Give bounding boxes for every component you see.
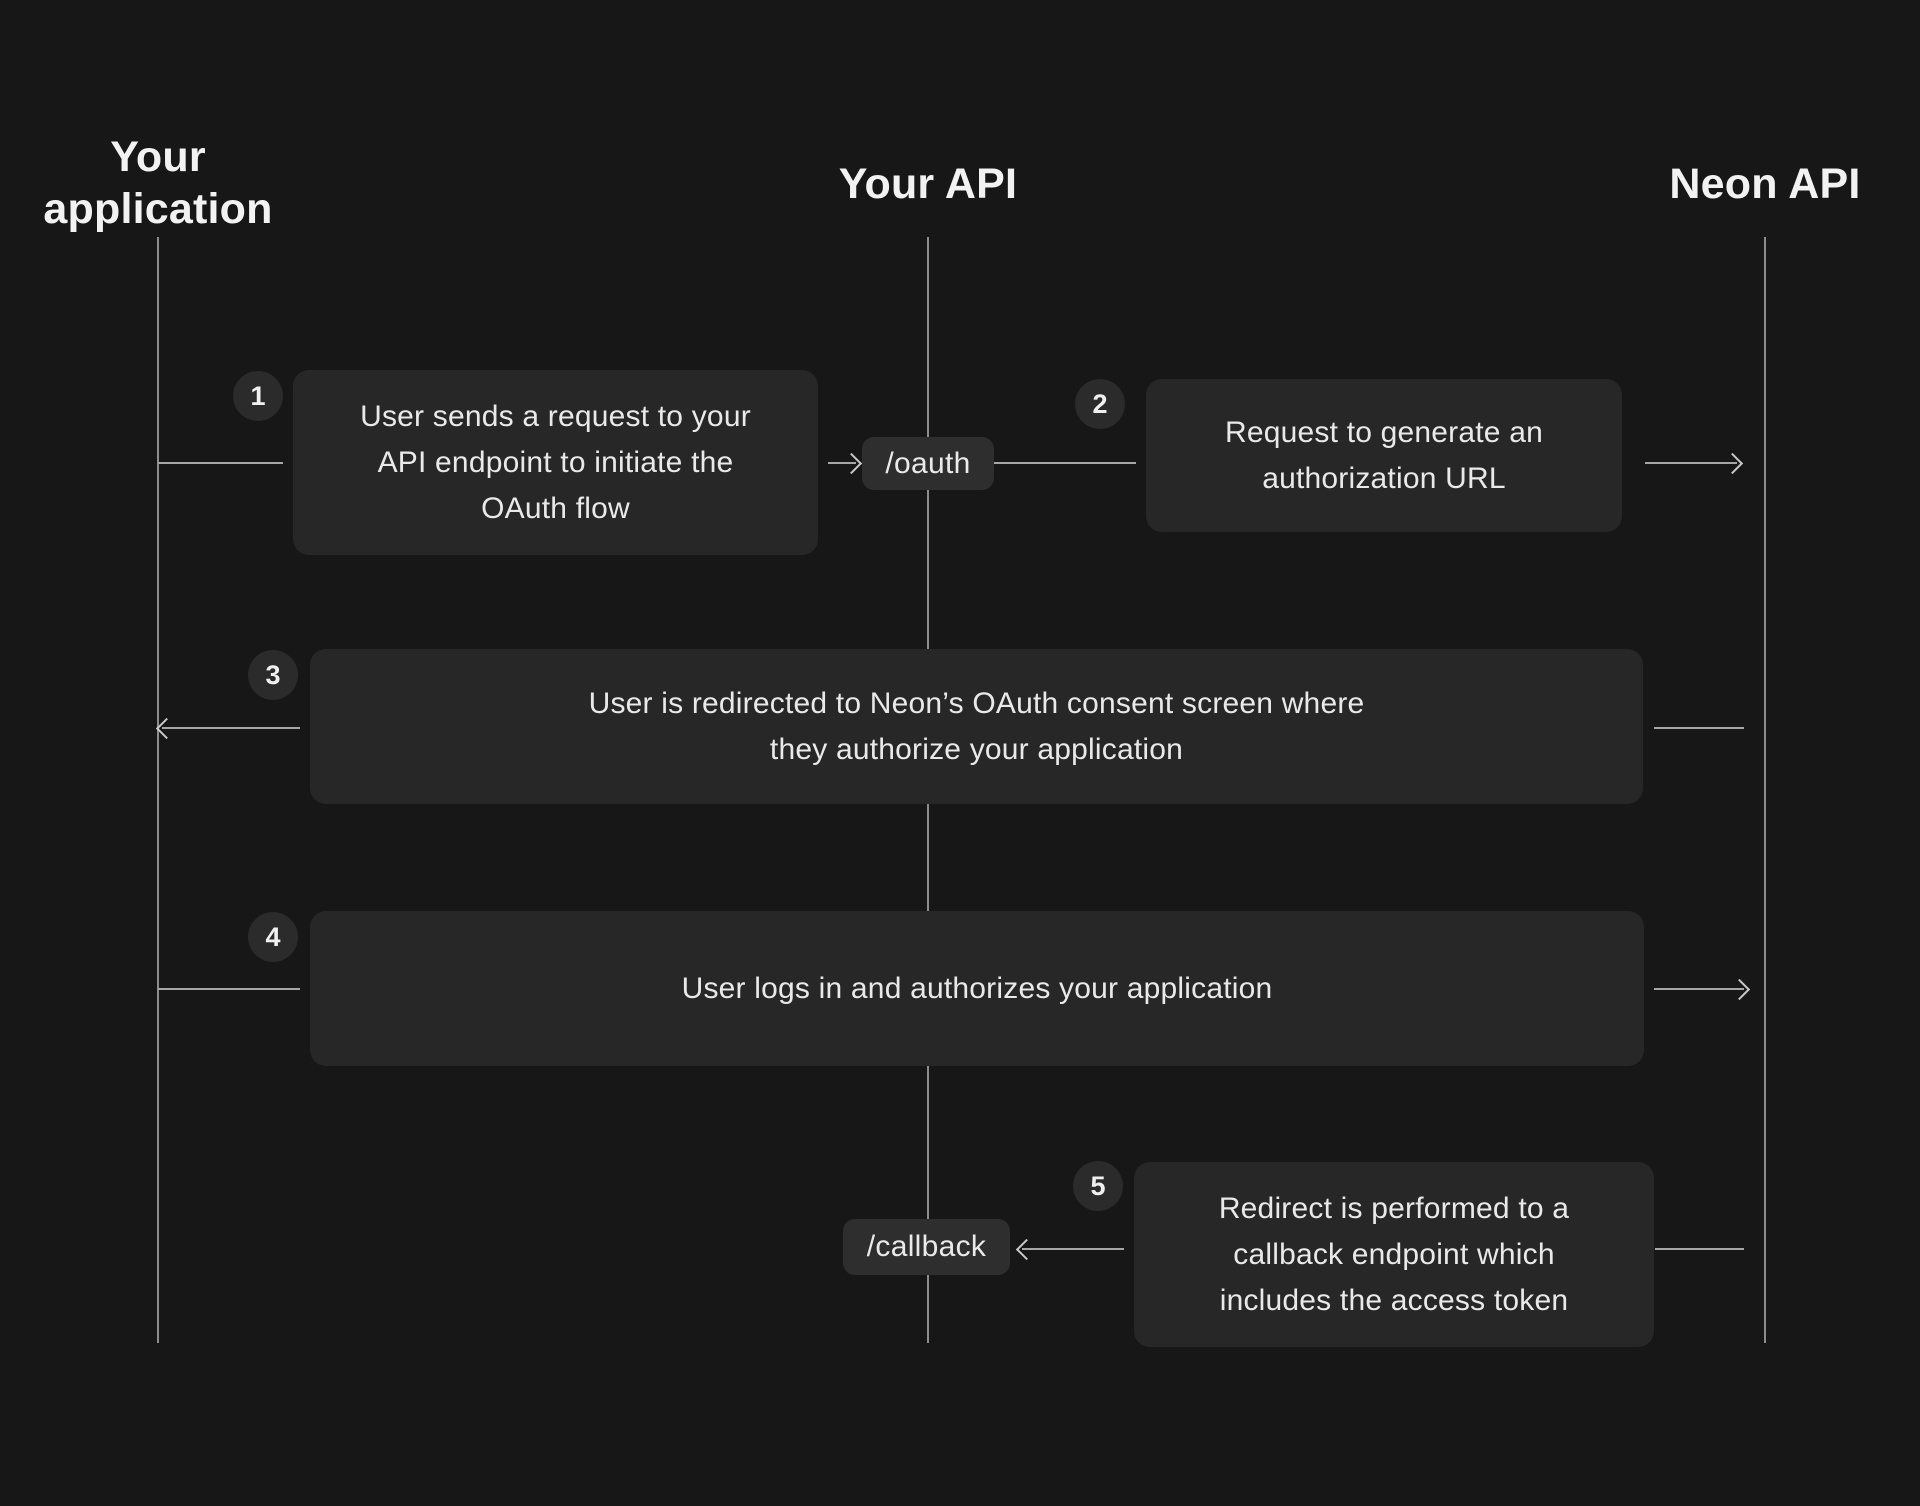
step2-number-badge: 2 — [1075, 379, 1125, 429]
endpoint-pill-callback: /callback — [843, 1219, 1010, 1275]
step4-number-badge: 4 — [248, 912, 298, 962]
step1-message-box: User sends a request to your API endpoin… — [293, 370, 818, 555]
step1-arrow-to-oauth — [828, 452, 863, 474]
step2-message-text: Request to generate an authorization URL — [1225, 415, 1543, 495]
step2-connector-from-oauth — [994, 462, 1136, 464]
step3-number-badge: 3 — [248, 650, 298, 700]
arrowhead-right-icon — [1728, 978, 1751, 1000]
step1-connector-from-application — [158, 462, 283, 464]
actor-label-your-application: Your application — [43, 133, 273, 233]
arrowhead-left-icon — [155, 717, 178, 739]
endpoint-pill-oauth: /oauth — [862, 437, 994, 490]
step3-message-text: User is redirected to Neon’s OAuth conse… — [588, 686, 1365, 766]
step4-arrow-to-neon-api — [1654, 978, 1751, 1000]
step2-message-box: Request to generate an authorization URL — [1146, 379, 1622, 532]
step4-message-box: User logs in and authorizes your applica… — [310, 911, 1644, 1066]
step5-number-badge: 5 — [1073, 1161, 1123, 1211]
step1-message-text: User sends a request to your API endpoin… — [360, 399, 751, 525]
step5-arrow-to-callback — [1015, 1238, 1124, 1260]
step5-message-text: Redirect is performed to a callback endp… — [1218, 1191, 1570, 1317]
step3-message-box: User is redirected to Neon’s OAuth conse… — [310, 649, 1643, 804]
step4-message-text: User logs in and authorizes your applica… — [681, 971, 1273, 1005]
step3-arrow-to-application — [155, 717, 300, 739]
step5-connector-from-neon-api — [1655, 1248, 1744, 1250]
lifeline-neon-api — [1764, 237, 1766, 1343]
lifeline-your-application — [157, 237, 159, 1343]
arrowhead-left-icon — [1015, 1238, 1038, 1260]
step1-number-badge: 1 — [233, 371, 283, 421]
step2-arrow-to-neon-api — [1645, 452, 1744, 474]
actor-label-your-api: Your API — [838, 160, 1018, 208]
step3-connector-from-neon-api — [1654, 727, 1744, 729]
arrowhead-right-icon — [1721, 452, 1744, 474]
step4-connector-from-application — [158, 988, 300, 990]
actor-label-neon-api: Neon API — [1669, 160, 1861, 208]
step5-message-box: Redirect is performed to a callback endp… — [1134, 1162, 1654, 1347]
arrowhead-right-icon — [840, 452, 863, 474]
